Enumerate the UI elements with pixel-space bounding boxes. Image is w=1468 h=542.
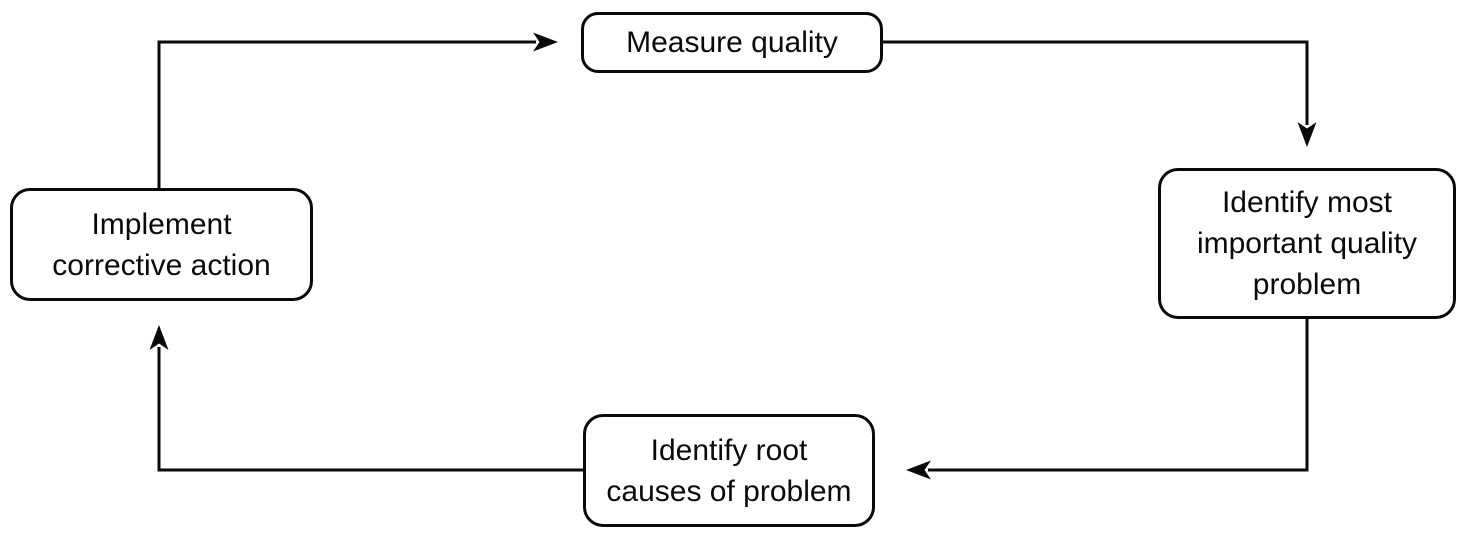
node-label: Measure quality	[626, 26, 838, 59]
node-label: Identify most important quality problem	[1196, 186, 1418, 301]
arrowhead-up-icon	[149, 325, 169, 350]
arrowhead-right-icon	[533, 32, 558, 52]
node-label: Identify root causes of problem	[606, 433, 852, 508]
node-implement-corrective-action: Implement corrective action	[10, 188, 313, 301]
edge-line	[157, 40, 536, 188]
edge-line	[928, 319, 1309, 472]
arrow-problem-to-rootcauses	[906, 319, 1309, 480]
arrow-implement-to-measure	[157, 32, 558, 188]
arrowhead-left-icon	[906, 460, 931, 480]
node-label: Implement corrective action	[52, 207, 271, 282]
edge-line	[883, 40, 1309, 125]
arrowhead-down-icon	[1297, 122, 1317, 147]
arrow-rootcauses-to-implement	[149, 325, 583, 472]
node-measure-quality: Measure quality	[581, 12, 883, 73]
arrow-measure-to-problem	[883, 40, 1317, 147]
node-identify-root-causes-of-problem: Identify root causes of problem	[583, 414, 875, 527]
edge-line	[157, 347, 583, 472]
node-identify-most-important-quality-problem: Identify most important quality problem	[1158, 168, 1456, 319]
